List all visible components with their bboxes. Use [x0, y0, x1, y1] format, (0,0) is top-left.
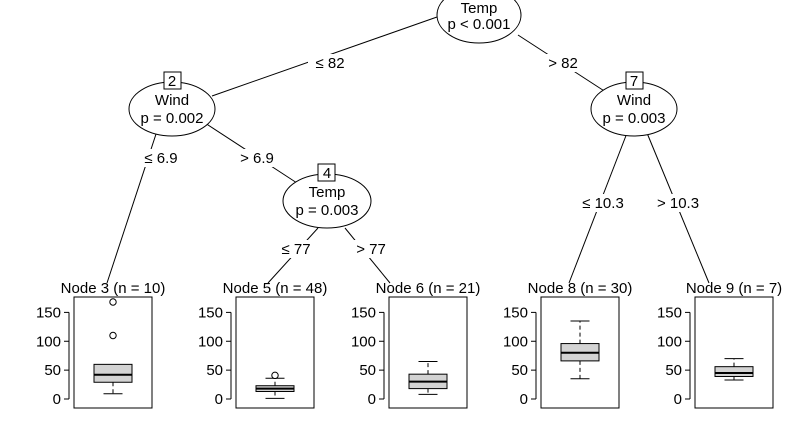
node-5-tick-label-50: 50 [206, 362, 223, 379]
edge-label-7-9: > 10.3 [657, 195, 699, 212]
node-5-title: Node 5 (n = 48) [223, 280, 328, 297]
node-8-tick-label-50: 50 [511, 362, 528, 379]
inner-node-1: Temp p < 0.001 [436, 0, 522, 44]
node-6-tick-label-0: 0 [368, 391, 376, 408]
terminal-node-5: Node 5 (n = 48) 0 50 100 150 [198, 280, 328, 409]
terminal-node-8: Node 8 (n = 30) 0 50 100 150 [503, 280, 633, 409]
node-8-tick-label-100: 100 [503, 333, 528, 350]
terminal-node-6: Node 6 (n = 21) 0 50 100 150 [351, 280, 481, 409]
inner-node-7: 7 Wind p = 0.003 [590, 71, 678, 137]
node-3-outlier-0 [109, 331, 117, 340]
node-7-variable: Wind [617, 92, 651, 109]
node-7-id: 7 [630, 73, 638, 90]
node-9-tick-label-150: 150 [657, 304, 682, 321]
edge-label-1-2: ≤ 82 [315, 55, 344, 72]
node-9-box [714, 366, 754, 377]
node-5-outlier-0 [271, 371, 279, 380]
terminal-node-9: Node 9 (n = 7) 0 50 100 150 [657, 280, 782, 409]
inner-node-2: 2 Wind p = 0.002 [128, 71, 216, 137]
inner-node-4: 4 Temp p = 0.003 [282, 163, 372, 229]
node-4-pvalue: p = 0.003 [296, 202, 359, 219]
node-8-tick-label-0: 0 [520, 391, 528, 408]
node-6-tick-label-150: 150 [351, 304, 376, 321]
edge-label-1-7: > 82 [548, 55, 578, 72]
node-9-panel [694, 296, 774, 409]
node-2-id: 2 [168, 73, 176, 90]
node-9-title: Node 9 (n = 7) [686, 280, 782, 297]
node-5-tick-label-0: 0 [215, 391, 223, 408]
node-4-id: 4 [323, 165, 331, 182]
node-5-tick-label-100: 100 [198, 333, 223, 350]
node-9-tick-label-50: 50 [665, 362, 682, 379]
node-1-pvalue: p < 0.001 [448, 16, 511, 33]
node-6-tick-label-50: 50 [359, 362, 376, 379]
node-8-tick-label-150: 150 [503, 304, 528, 321]
edge-label-4-6: > 77 [356, 241, 386, 258]
node-9-tick-label-0: 0 [674, 391, 682, 408]
edge-label-4-5: ≤ 77 [281, 241, 310, 258]
node-3-tick-label-0: 0 [53, 391, 61, 408]
node-2-pvalue: p = 0.002 [141, 110, 204, 127]
node-3-tick-label-50: 50 [44, 362, 61, 379]
node-8-title: Node 8 (n = 30) [528, 280, 633, 297]
node-1-variable: Temp [461, 0, 498, 17]
node-5-tick-label-150: 150 [198, 304, 223, 321]
node-3-outlier-1 [109, 298, 117, 306]
edge-label-2-3: ≤ 6.9 [144, 150, 177, 167]
node-3-tick-label-150: 150 [36, 304, 61, 321]
node-3-box [93, 363, 133, 383]
node-2-variable: Wind [155, 92, 189, 109]
edge-labels: ≤ 82 > 82 ≤ 6.9 > 6.9 ≤ 77 > 77 ≤ 10.3 >… [139, 54, 704, 258]
node-3-tick-label-100: 100 [36, 333, 61, 350]
edge-label-7-8: ≤ 10.3 [582, 195, 624, 212]
node-7-pvalue: p = 0.003 [603, 110, 666, 127]
tree-edges [106, 16, 710, 284]
terminal-node-3: Node 3 (n = 10) 0 50 100 150 [36, 280, 166, 409]
edge-label-2-4: > 6.9 [240, 150, 274, 167]
node-9-tick-label-100: 100 [657, 333, 682, 350]
node-3-title: Node 3 (n = 10) [61, 280, 166, 297]
node-6-tick-label-100: 100 [351, 333, 376, 350]
node-6-title: Node 6 (n = 21) [376, 280, 481, 297]
node-4-variable: Temp [309, 184, 346, 201]
